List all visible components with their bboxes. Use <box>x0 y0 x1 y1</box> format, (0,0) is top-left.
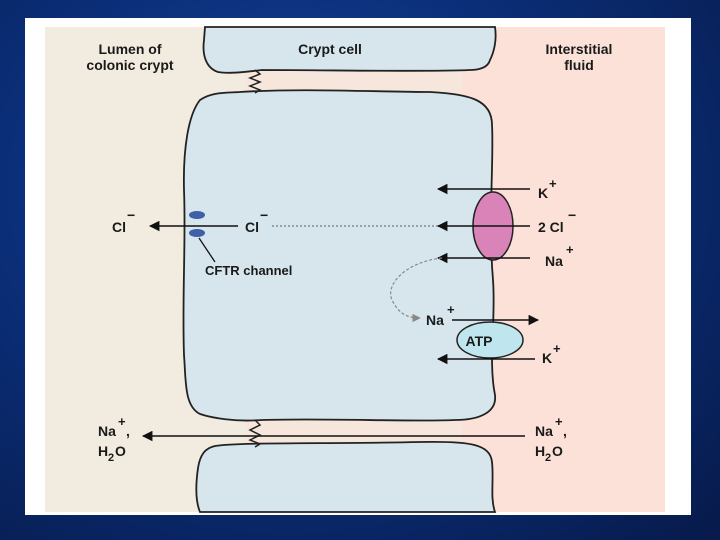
h2o-left-o: O <box>115 443 126 459</box>
na-pump-charge: + <box>447 302 455 317</box>
h2o-left-2: 2 <box>108 452 114 464</box>
tight-junction-bottom <box>248 419 262 448</box>
tight-junction-top <box>247 69 263 94</box>
cftr-channel-top <box>189 211 205 219</box>
atp-label: ATP <box>466 333 493 349</box>
na-recycle-path <box>390 257 443 323</box>
k-top-charge: + <box>549 176 557 191</box>
cl-cell-charge: − <box>260 207 268 223</box>
k-pump-charge: + <box>553 341 561 356</box>
na-right-charge: + <box>566 242 574 257</box>
two-cl-charge: − <box>568 207 576 223</box>
k-top-label: K <box>538 185 548 201</box>
cl-cell-label: Cl <box>245 219 259 235</box>
k-pump-label: K <box>542 350 552 366</box>
na-pump-label: Na <box>426 312 444 328</box>
na-right-bottom-charge: + <box>555 414 563 429</box>
na-right-bottom-comma: , <box>563 423 567 439</box>
cl-lumen-label: Cl <box>112 219 126 235</box>
interstitial-label-line2: fluid <box>564 57 594 73</box>
crypt-cell-label: Crypt cell <box>298 41 362 57</box>
na-right-bottom-label: Na <box>535 423 553 439</box>
na-left-label: Na <box>98 423 116 439</box>
lumen-label-line1: Lumen of <box>99 41 162 57</box>
interstitial-label-line1: Interstitial <box>546 41 613 57</box>
h2o-right-2: 2 <box>545 452 551 464</box>
crypt-cell <box>182 89 496 422</box>
interstitial-region <box>462 27 665 512</box>
cftr-pointer <box>198 237 216 263</box>
h2o-right-h: H <box>535 443 545 459</box>
h2o-right-o: O <box>552 443 563 459</box>
na-k-atpase-pump <box>456 321 524 359</box>
na-left-charge: + <box>118 414 126 429</box>
h2o-left-h: H <box>98 443 108 459</box>
upper-cell <box>202 26 497 74</box>
na-left-comma: , <box>126 423 130 439</box>
lower-cell <box>195 440 497 513</box>
na-right-label: Na <box>545 253 563 269</box>
two-cl-label: 2 Cl <box>538 219 564 235</box>
lumen-label-line2: colonic crypt <box>86 57 173 73</box>
cl-lumen-charge: − <box>127 207 135 223</box>
cftr-label: CFTR channel <box>205 263 292 278</box>
cftr-channel-bottom <box>189 229 205 237</box>
